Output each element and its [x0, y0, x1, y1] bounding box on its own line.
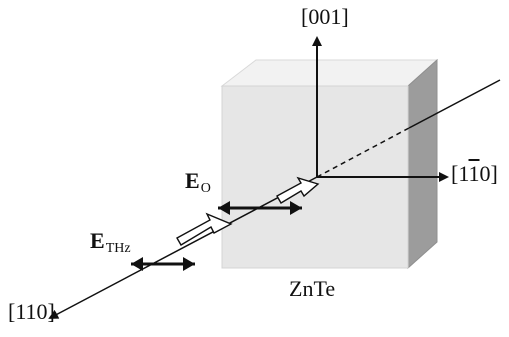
axis-1bar10-bar-digit: 1: [468, 161, 480, 186]
axis-1bar10-suffix: 0]: [479, 161, 498, 186]
optical-field-symbol: E: [185, 168, 200, 193]
axis-001-label: [001]: [301, 4, 349, 29]
crystal-label: ZnTe: [289, 276, 336, 301]
propagation-arrow-near: [176, 212, 233, 246]
thz-field-symbol: E: [90, 228, 105, 253]
thz-field-label: ETHz: [90, 230, 131, 256]
thz-field-subscript: THz: [105, 241, 131, 256]
optical-field-label: EO: [185, 170, 211, 196]
optical-field-right-head: [290, 201, 302, 215]
axis-110-label: [110]: [8, 299, 55, 324]
beam-line-front: [48, 176, 318, 319]
crystal-side-face: [407, 58, 438, 270]
optical-field-left-head: [218, 201, 230, 215]
optical-field-subscript: O: [200, 181, 211, 196]
thz-field-left-head: [131, 257, 143, 271]
propagation-arrow-far: [276, 176, 320, 204]
axis-1bar10-prefix: [1: [451, 161, 469, 186]
axis-1bar10-label: [110]: [451, 163, 498, 185]
thz-field-right-head: [183, 257, 195, 271]
beam-line-rear: [408, 79, 501, 129]
crystal-top-face: [220, 59, 439, 87]
